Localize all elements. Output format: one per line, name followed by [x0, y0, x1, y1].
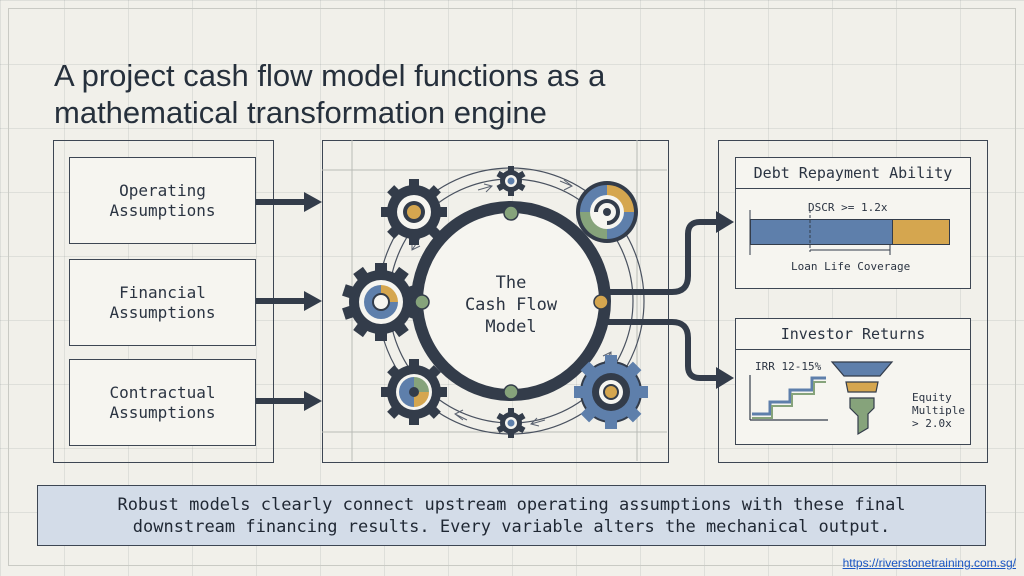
contractual-assumptions-label: Contractual Assumptions: [109, 382, 216, 422]
outputs-panel: [718, 140, 988, 463]
output-arrows: [606, 219, 720, 381]
summary-banner: Robust models clearly connect upstream o…: [37, 485, 986, 546]
summary-line-2: downstream financing results. Every vari…: [132, 516, 891, 537]
debt-repayment-title: Debt Repayment Ability: [736, 158, 970, 189]
gear-bottom-right-icon: [574, 355, 648, 429]
arrow-to-debt: [606, 219, 720, 295]
title-line-2: mathematical transformation engine: [54, 94, 547, 130]
small-gear-top-icon: [496, 166, 526, 196]
arrowhead-debt: [716, 211, 734, 233]
engine-label-line-2: Cash Flow: [464, 295, 558, 315]
title-line-1: A project cash flow model functions as a: [54, 57, 606, 93]
operating-assumptions-label: Operating Assumptions: [109, 180, 216, 220]
engine-panel: [322, 140, 669, 463]
page-title: A project cash flow model functions as a…: [54, 57, 754, 131]
engine-label-line-1: The: [495, 273, 527, 293]
arrow-to-investor: [606, 319, 720, 381]
gear-top-left-icon: [381, 179, 447, 245]
summary-line-1: Robust models clearly connect upstream o…: [117, 494, 906, 515]
arrow-contractual: [256, 391, 322, 411]
equity-multiple-label: Equity Multiple > 2.0x: [912, 391, 965, 430]
ring-nodes: [414, 205, 609, 400]
arrow-operating: [256, 192, 322, 212]
footer-url-link[interactable]: https://riverstonetraining.com.sg/: [842, 556, 1016, 570]
coverage-bar-gold-segment: [892, 220, 949, 244]
dscr-label: DSCR >= 1.2x: [808, 201, 888, 214]
gear-bottom-left-icon: [381, 359, 447, 425]
coverage-bar-blue-segment: [751, 220, 893, 244]
small-gear-bottom-icon: [496, 408, 526, 438]
pie-dial-top-right-icon: [576, 181, 638, 243]
node-green-bottom: [503, 384, 519, 400]
loan-life-coverage-bar: [750, 219, 950, 245]
node-green-top: [503, 205, 519, 221]
arrow-financial: [256, 291, 322, 311]
slide-frame: [8, 8, 1016, 566]
arrowhead-investor: [716, 367, 734, 389]
contractual-assumptions-box: Contractual Assumptions: [69, 359, 256, 446]
financial-assumptions-label: Financial Assumptions: [109, 282, 216, 322]
investor-returns-title: Investor Returns: [736, 319, 970, 350]
irr-label: IRR 12-15%: [755, 360, 822, 373]
gear-mid-left-icon: [342, 263, 420, 341]
node-green-left: [414, 294, 430, 310]
engine-label: The Cash Flow Model: [451, 272, 571, 338]
engine-label-line-3: Model: [485, 317, 537, 337]
node-gold-right: [593, 294, 609, 310]
input-arrows: [256, 192, 322, 411]
loan-life-coverage-label: Loan Life Coverage: [791, 260, 911, 273]
operating-assumptions-box: Operating Assumptions: [69, 157, 256, 244]
financial-assumptions-box: Financial Assumptions: [69, 259, 256, 346]
